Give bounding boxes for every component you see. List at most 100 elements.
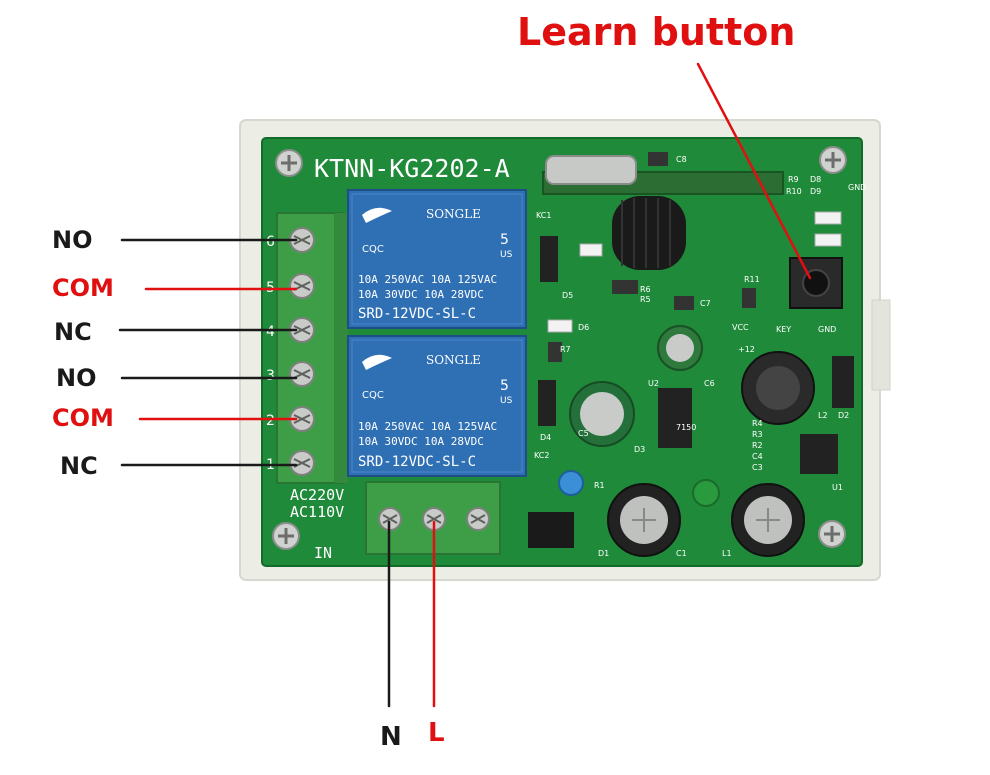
terminal-screws (289, 227, 315, 476)
ac-label-220: AC220V (290, 486, 344, 504)
terminal-screw (289, 273, 315, 299)
silk-r2: R2 (752, 441, 763, 450)
silk-l1: L1 (722, 549, 732, 558)
silk-plus12: +12 (738, 345, 755, 354)
relay-spec-line-2: 10A 30VDC 10A 28VDC (358, 435, 484, 448)
silk-ic: 7150 (676, 423, 696, 432)
silk-gnd: GND (818, 325, 836, 334)
smd-led (814, 211, 842, 225)
silk-d6: D6 (578, 323, 589, 332)
live-label: L (428, 718, 445, 748)
terminal-screw (289, 361, 315, 387)
silk-r10: R10 (786, 187, 802, 196)
terminal-number: 2 (266, 413, 275, 429)
silk-c5: C5 (578, 429, 589, 438)
antenna-coil (612, 196, 686, 270)
ic-u1 (800, 434, 838, 474)
terminal-label-nc-1: NC (54, 318, 92, 346)
diode-d5 (540, 236, 558, 282)
terminal-label-nc-2: NC (60, 452, 98, 480)
terminal-label-no-1: NO (52, 226, 93, 254)
relay-ul-number: 5 (500, 232, 509, 248)
input-label: IN (314, 544, 332, 562)
terminal-label-com-2: COM (52, 404, 114, 432)
silk-r11: R11 (744, 275, 760, 284)
capacitor-c5 (569, 381, 635, 447)
songle-logo-icon (362, 354, 392, 370)
case-side-tab (871, 299, 891, 391)
ic-u2 (658, 388, 692, 448)
smd-led (547, 319, 573, 333)
bridge-rectifier (528, 512, 574, 548)
relay-brand: SONGLE (426, 353, 481, 367)
silk-gnd-top: GND (848, 183, 866, 192)
screw-top-left (275, 149, 303, 177)
relay-ul-number: 5 (500, 378, 509, 394)
neutral-label: N (380, 722, 402, 752)
smd-part (648, 152, 668, 166)
silk-d2: D2 (838, 411, 849, 420)
silk-r5: R5 (640, 295, 651, 304)
silk-c7: C7 (700, 299, 711, 308)
screw-bottom-left (272, 522, 300, 550)
terminal-block-side (334, 213, 348, 483)
relay-spec-line-1: 10A 250VAC 10A 125VAC (358, 420, 497, 433)
silk-r4: R4 (752, 419, 763, 428)
smd-part (548, 342, 562, 362)
relay-cert: CQC (362, 390, 384, 401)
terminal-label-no-2: NO (56, 364, 97, 392)
terminal-screw (289, 227, 315, 253)
learn-button[interactable] (789, 257, 843, 309)
antenna-windings (621, 198, 671, 268)
silk-kc1: KC1 (536, 211, 551, 220)
output-terminal-block (276, 212, 344, 484)
diode-d4 (538, 380, 556, 426)
silk-d1: D1 (598, 549, 609, 558)
learn-button-pointer (696, 62, 812, 280)
silk-vcc: VCC (732, 323, 749, 332)
terminal-number: 3 (266, 368, 275, 384)
terminal-number: 6 (266, 234, 275, 250)
screw-top-right (819, 146, 847, 174)
capacitor-c6 (657, 325, 703, 371)
relay-ul-us: US (500, 250, 513, 260)
board-model: KTNN-KG2202-A (314, 154, 510, 183)
terminal-screw (466, 507, 490, 531)
silk-r6: R6 (640, 285, 651, 294)
inductor-l1 (692, 479, 720, 507)
silk-d5: D5 (562, 291, 573, 300)
relay-cert: CQC (362, 244, 384, 255)
silk-r9: R9 (788, 175, 799, 184)
smd-part (674, 296, 694, 310)
screw-bottom-right (818, 520, 846, 548)
relay-1: SONGLE CQC 5 US 10A 250VAC 10A 125VAC 10… (347, 189, 527, 329)
songle-logo-icon (362, 207, 392, 223)
silk-r3: R3 (752, 430, 763, 439)
diode-d2 (832, 356, 854, 408)
relay-ul-us: US (500, 396, 513, 406)
silk-d9: D9 (810, 187, 821, 196)
relay-spec-line-1: 10A 250VAC 10A 125VAC (358, 273, 497, 286)
silk-l2: L2 (818, 411, 828, 420)
silk-u1: U1 (832, 483, 843, 492)
terminal-label-com-1: COM (52, 274, 114, 302)
ac-label-110: AC110V (290, 503, 344, 521)
silk-c3: C3 (752, 463, 763, 472)
silk-u2: U2 (648, 379, 659, 388)
silk-d3: D3 (634, 445, 645, 454)
smd-led (579, 243, 603, 257)
smd-led (814, 233, 842, 247)
silk-d8: D8 (810, 175, 821, 184)
silk-c8: C8 (676, 155, 687, 164)
terminal-screw (289, 450, 315, 476)
crystal (545, 155, 637, 185)
terminal-screw (289, 317, 315, 343)
input-terminal-screws (378, 507, 490, 531)
relay-model: SRD-12VDC-SL-C (358, 306, 476, 322)
capacitor-c1 (607, 483, 681, 557)
silk-r1: R1 (594, 481, 605, 490)
silk-key: KEY (776, 325, 791, 334)
silk-kc2: KC2 (534, 451, 549, 460)
relay-spec-line-2: 10A 30VDC 10A 28VDC (358, 288, 484, 301)
